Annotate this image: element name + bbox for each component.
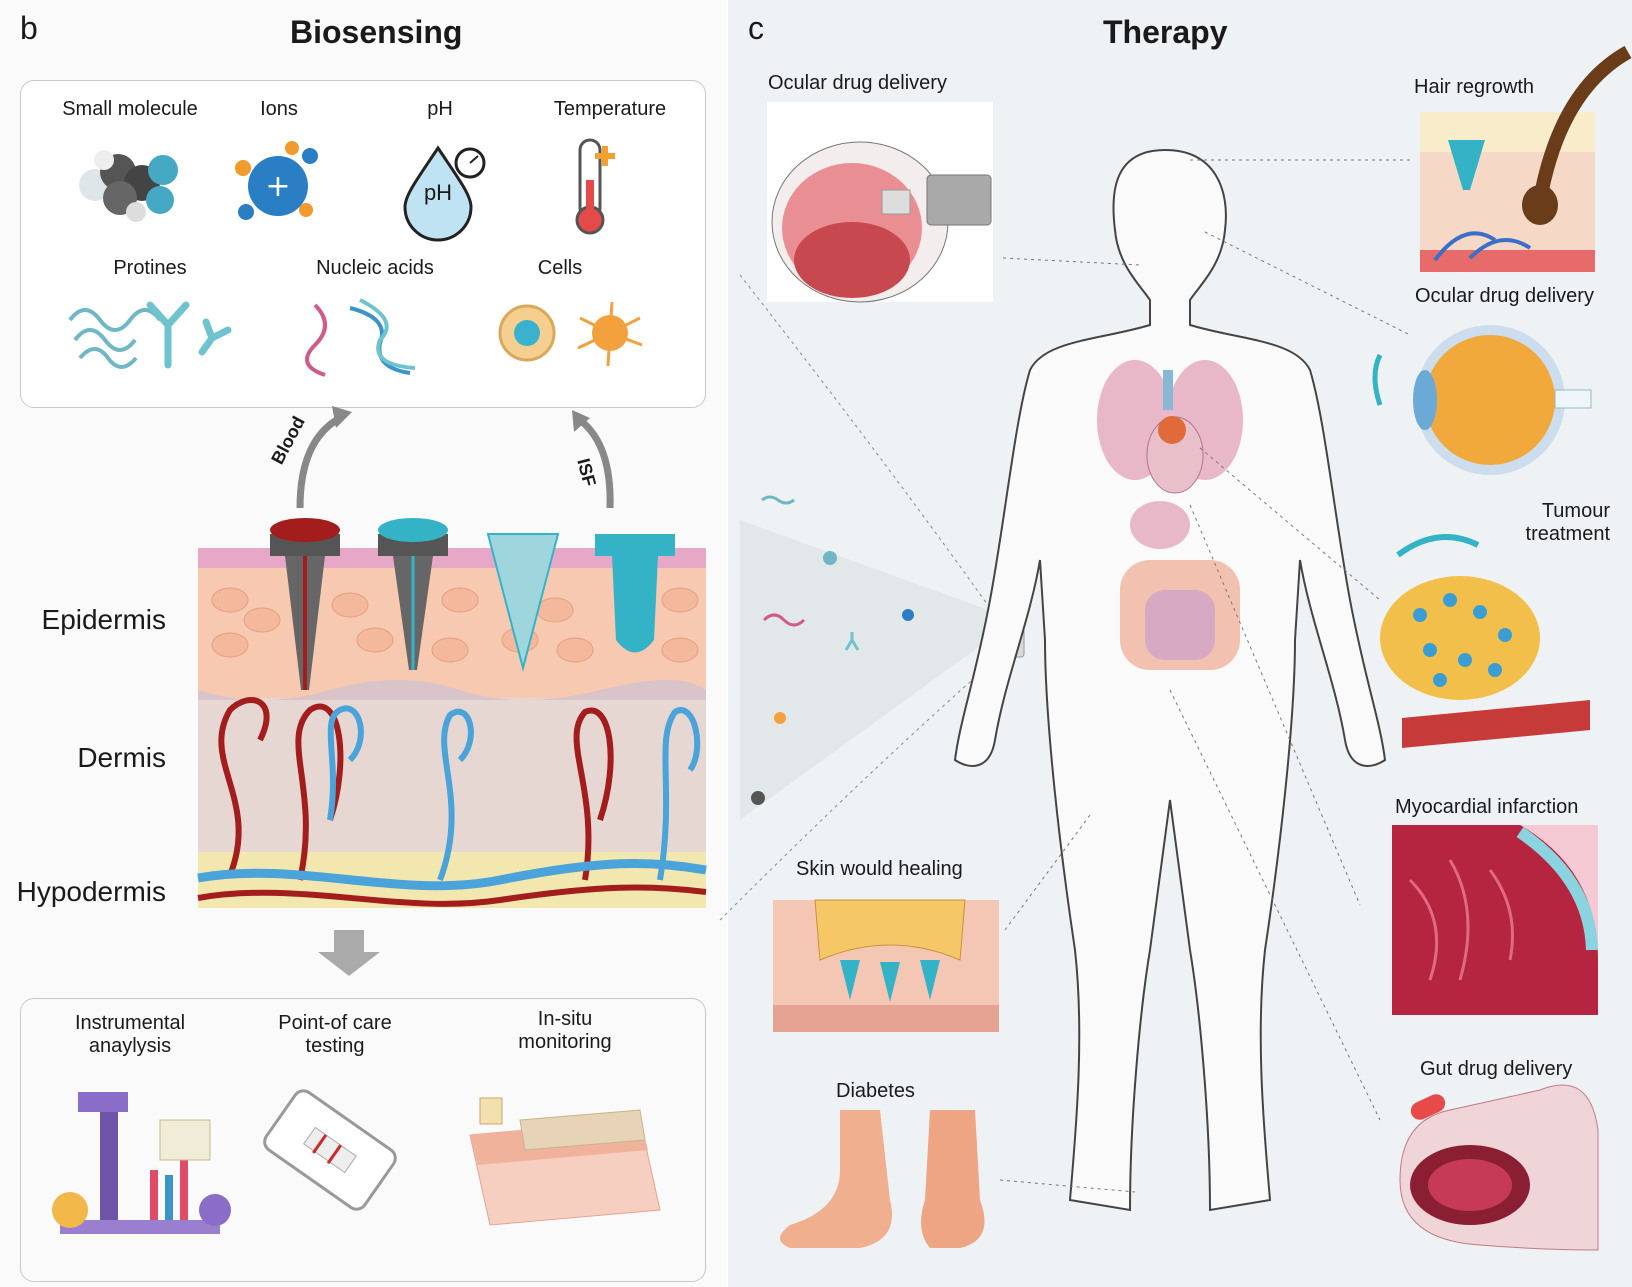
label-gut-drug-delivery: Gut drug delivery: [1420, 1058, 1573, 1080]
therapy-title: Therapy: [1103, 14, 1228, 50]
label-ocular-drug-delivery-right: Ocular drug delivery: [1415, 285, 1594, 307]
analyte-box: [20, 80, 706, 408]
label-instrumental-analysis: Instrumental anaylysis: [74, 1012, 186, 1057]
thermometer-icon: [575, 138, 615, 235]
wound-icon: [773, 899, 999, 1032]
hair-follicle-icon: [1420, 45, 1632, 272]
panel-letter-c: c: [748, 10, 764, 46]
label-epidermis: Epidermis: [41, 604, 166, 635]
molecule-icon: [79, 150, 178, 222]
label-diabetes: Diabetes: [836, 1080, 915, 1102]
label-small-molecule: Small molecule: [62, 98, 198, 120]
label-cells: Cells: [537, 257, 583, 279]
label-in-situ-monitoring: In-situ monitoring: [518, 1008, 612, 1053]
microneedle-3: [486, 533, 560, 672]
label-ph: pH: [427, 98, 453, 120]
eye-icon: [1372, 325, 1592, 475]
label-proteins: Protines: [113, 257, 187, 279]
label-hair-regrowth: Hair regrowth: [1414, 76, 1535, 98]
microneedle-1: [270, 518, 340, 690]
vessels: [197, 697, 707, 907]
gut-icon: [1399, 1084, 1599, 1251]
test-strip-icon: [263, 1089, 397, 1211]
label-skin-wound-healing: Skin would healing: [796, 858, 963, 880]
biosensing-graphics: + pH: [52, 138, 707, 1234]
down-arrow-icon: [318, 930, 380, 976]
cell-icon: [498, 301, 643, 367]
organs-icon: [1097, 360, 1243, 670]
foot-icon: [780, 1110, 985, 1248]
mouth-icon: [767, 102, 993, 303]
label-point-of-care: Point-of care testing: [278, 1012, 392, 1057]
label-dermis: Dermis: [77, 742, 166, 773]
protein-icon: [68, 308, 162, 369]
panel-letter-b: b: [20, 10, 38, 46]
label-ions: Ions: [260, 98, 298, 120]
tumour-icon: [1380, 534, 1590, 748]
label-temperature: Temperature: [553, 98, 667, 120]
label-hypodermis: Hypodermis: [16, 876, 166, 907]
label-tumour-treatment: Tumour treatment: [1525, 500, 1610, 545]
svg-text:+: +: [265, 169, 290, 204]
human-body-icon: [953, 148, 1387, 1212]
isf-arrow: [577, 417, 614, 509]
heart-tissue-icon: [1392, 825, 1598, 1015]
svg-text:pH: pH: [424, 180, 452, 205]
patch-icon: [469, 1097, 661, 1226]
label-myocardial-infarction: Myocardial infarction: [1395, 796, 1579, 818]
microscope-icon: [52, 1092, 231, 1234]
application-box: [20, 998, 706, 1282]
label-ocular-drug-delivery-left: Ocular drug delivery: [768, 72, 947, 94]
dna-icon: [305, 298, 416, 377]
biosensing-title: Biosensing: [290, 14, 463, 50]
ph-drop-icon: pH: [403, 145, 486, 242]
microneedle-2: [378, 518, 448, 670]
microneedle-4: [595, 534, 675, 653]
ion-icon: +: [235, 141, 318, 220]
blood-arrow: [296, 414, 342, 509]
antibody-icon: [146, 301, 232, 369]
label-nucleic-acids: Nucleic acids: [316, 257, 434, 279]
